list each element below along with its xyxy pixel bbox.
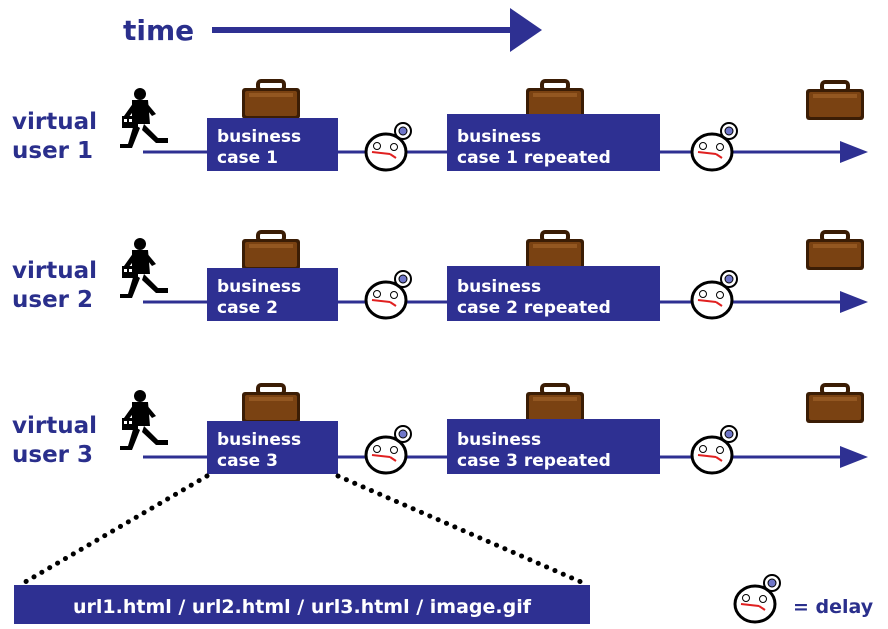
briefcase-icon (804, 383, 866, 425)
user-label-line1: virtual (12, 109, 97, 135)
walking-person-icon (120, 238, 168, 298)
stopwatch-icon (690, 121, 739, 172)
repeat-label-line1: business (457, 277, 541, 297)
repeat-label-line2: case 1 repeated (457, 148, 611, 168)
briefcase-icon (240, 230, 302, 272)
user-label-line2: user 2 (12, 287, 93, 313)
url-detail-text: url1.html / url2.html / url3.html / imag… (73, 596, 532, 618)
arrow-right-icon (840, 141, 868, 163)
briefcase-icon (524, 230, 586, 272)
arrow-right-icon (510, 8, 542, 52)
business-case-box (207, 118, 338, 171)
repeat-label-line2: case 2 repeated (457, 298, 611, 318)
walking-person-icon (120, 390, 168, 450)
stopwatch-icon (690, 269, 739, 320)
briefcase-icon (524, 383, 586, 425)
url-detail-bar (14, 585, 590, 624)
user-label-line1: virtual (12, 413, 97, 439)
briefcase-icon (804, 230, 866, 272)
case-label-line1: business (217, 127, 301, 147)
case-label-line2: case 3 (217, 451, 278, 471)
business-case-repeated-box (447, 114, 660, 171)
case-label-line2: case 1 (217, 148, 278, 168)
briefcase-icon (240, 79, 302, 121)
case-label-line2: case 2 (217, 298, 278, 318)
walking-person-icon (120, 88, 168, 148)
business-case-box (207, 421, 338, 474)
stopwatch-icon (364, 424, 413, 475)
legend-label: = delay (793, 596, 874, 618)
briefcase-icon (804, 80, 866, 122)
briefcase-icon (524, 79, 586, 121)
repeat-label-line1: business (457, 127, 541, 147)
user-label-line2: user 1 (12, 138, 93, 164)
time-label: time (123, 14, 194, 47)
business-case-box (207, 268, 338, 321)
stopwatch-icon (364, 121, 413, 172)
stopwatch-icon (690, 424, 739, 475)
business-case-repeated-box (447, 266, 660, 321)
briefcase-icon (240, 383, 302, 425)
delay-legend: = delay (733, 573, 874, 624)
business-case-repeated-box (447, 419, 660, 474)
user-label-line1: virtual (12, 258, 97, 284)
repeat-label-line2: case 3 repeated (457, 451, 611, 471)
case-label-line1: business (217, 430, 301, 450)
row-virtual-user-1: virtual user 1 business case 1 business … (12, 79, 868, 172)
row-virtual-user-3: virtual user 3 business case 3 business … (12, 383, 868, 475)
row-virtual-user-2: virtual user 2 business case 2 business … (12, 230, 868, 321)
detail-connector-left (17, 473, 210, 588)
stopwatch-icon (364, 269, 413, 320)
stopwatch-icon (733, 573, 782, 624)
arrow-right-icon (840, 446, 868, 468)
arrow-right-icon (840, 291, 868, 313)
user-label-line2: user 3 (12, 442, 93, 468)
repeat-label-line1: business (457, 430, 541, 450)
case-label-line1: business (217, 277, 301, 297)
detail-connector-right (335, 473, 591, 588)
